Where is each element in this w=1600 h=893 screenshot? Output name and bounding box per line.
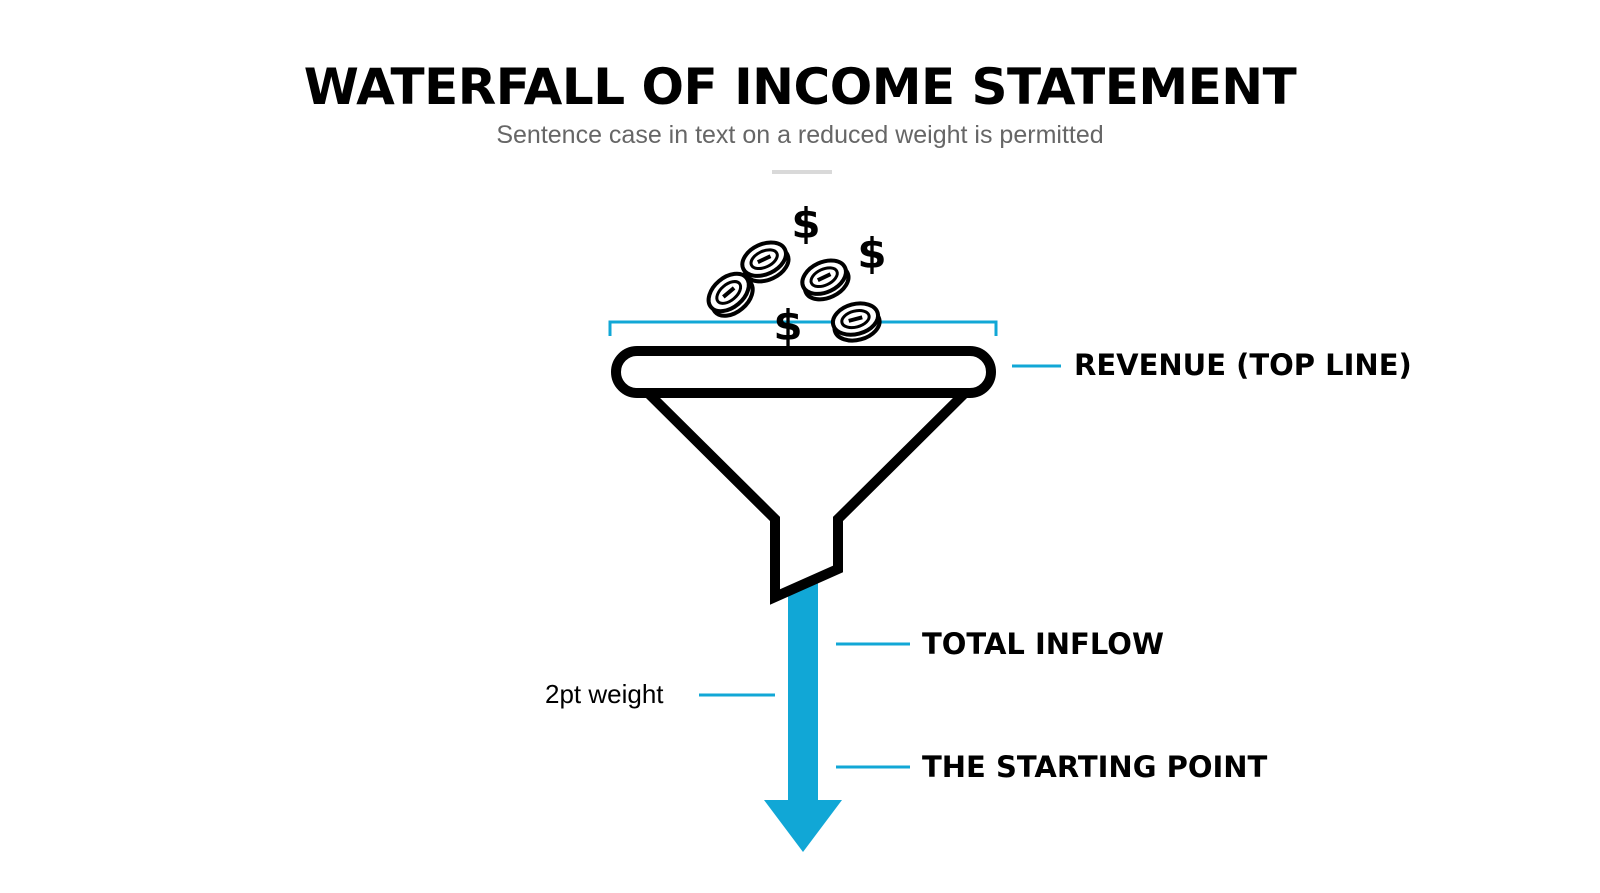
flow-arrow-shaft <box>788 580 818 810</box>
page-subtitle: Sentence case in text on a reduced weigh… <box>496 121 1104 149</box>
revenue-label: REVENUE (TOP LINE) <box>1074 348 1412 382</box>
starting-point-label: THE STARTING POINT <box>922 750 1268 784</box>
coin-icon <box>740 240 791 284</box>
dollar-sign-icon: $ <box>791 199 820 248</box>
coin-icon <box>830 301 882 343</box>
dollar-sign-icon: $ <box>773 301 802 350</box>
weight-note-label: 2pt weight <box>545 679 664 709</box>
down-arrow-icon <box>764 800 842 852</box>
dollar-sign-icon: $ <box>857 229 886 278</box>
title-divider <box>772 170 832 174</box>
funnel-icon <box>611 346 996 605</box>
revenue-bracket <box>608 320 998 336</box>
coin-icon <box>800 258 851 302</box>
page-title: WATERFALL OF INCOME STATEMENT <box>303 58 1297 116</box>
coin-icon <box>706 271 755 318</box>
total-inflow-label: TOTAL INFLOW <box>922 627 1164 661</box>
